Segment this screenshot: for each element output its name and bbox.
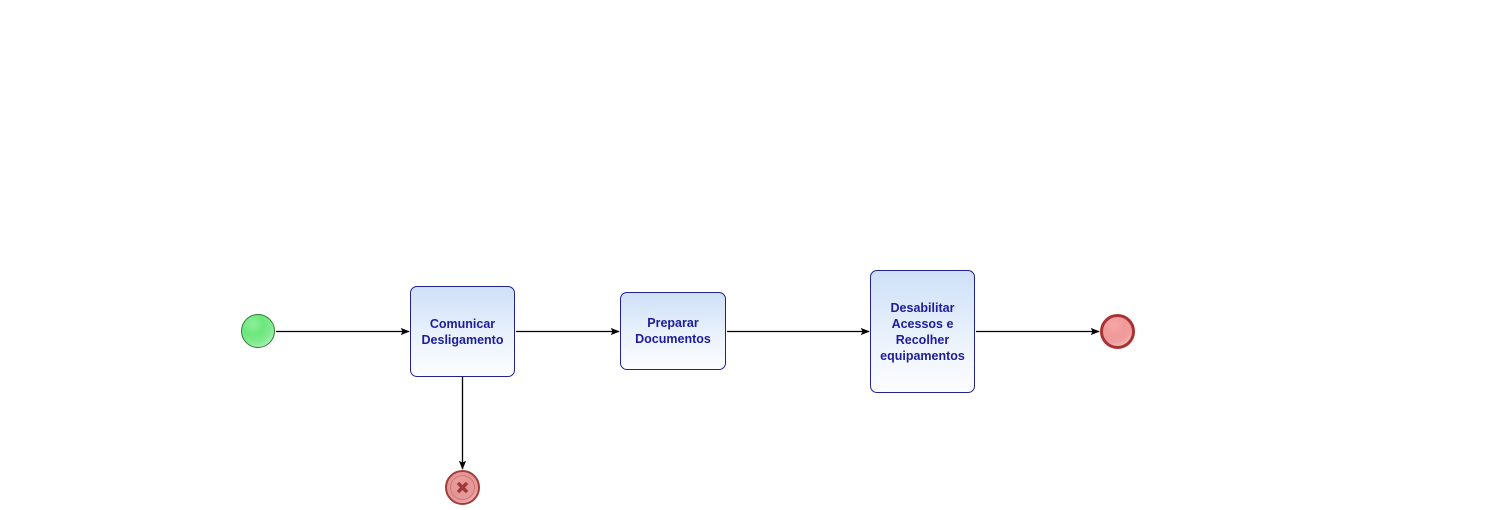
start-event[interactable] — [241, 314, 275, 348]
task-comunicar-desligamento[interactable]: Comunicar Desligamento — [410, 286, 515, 377]
cross-x-icon — [456, 481, 469, 494]
task-preparar-documentos[interactable]: Preparar Documentos — [620, 292, 726, 370]
terminate-end-event[interactable] — [445, 470, 480, 505]
terminate-inner-ring — [450, 475, 475, 500]
task-label: Preparar Documentos — [635, 316, 711, 346]
task-label: Desabilitar Acessos e Recolher equipamen… — [880, 300, 965, 363]
task-desabilitar-acessos[interactable]: Desabilitar Acessos e Recolher equipamen… — [870, 270, 975, 393]
task-label: Comunicar Desligamento — [421, 316, 504, 347]
end-event[interactable] — [1100, 314, 1135, 349]
